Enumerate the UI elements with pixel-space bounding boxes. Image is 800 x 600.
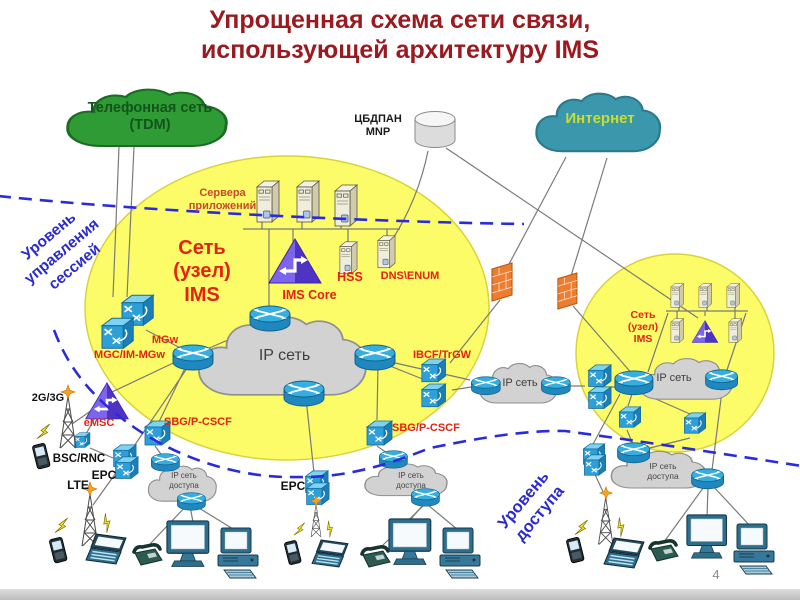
- router-icon: [354, 344, 396, 371]
- title-line2: использующей архитектуру IMS: [200, 35, 600, 64]
- session-level-line: [0, 194, 525, 226]
- cell-tower-icon: [310, 504, 322, 538]
- desktop-pc-icon: [439, 527, 481, 579]
- firewall-icon: [557, 272, 578, 310]
- ip-net-label-mid: IP сеть: [502, 377, 538, 389]
- access-cloud-mid-label: IP сеть доступа: [396, 471, 426, 490]
- firewall-icon: [491, 262, 513, 302]
- epc-center-label: EPC: [280, 479, 306, 493]
- access-cloud-right-label: IP сеть доступа: [647, 461, 679, 482]
- laptop-icon: [311, 539, 349, 568]
- bsc-rnc-icon: [74, 432, 91, 448]
- mgw-label: MGw: [151, 334, 179, 346]
- media-gateway-icon: [101, 317, 135, 350]
- ims-domain-small: [575, 253, 775, 453]
- switch-icon: [683, 412, 707, 434]
- ims-core-label: IMS Core: [282, 288, 337, 302]
- router-icon: [540, 376, 571, 396]
- desktop-pc-icon: [733, 523, 775, 575]
- dns-enum-label: DNS\ENUM: [380, 270, 440, 282]
- sbg-pcscf-right-icon: [366, 420, 393, 446]
- ibcf-trgw-icon: [421, 383, 447, 408]
- ims-node-label-big: Сеть (узел) IMS: [173, 237, 231, 306]
- server-small-icon: [670, 318, 684, 343]
- mobile-phone-icon: [31, 442, 51, 470]
- desktop-monitor-icon: [166, 520, 210, 568]
- ims-domain-big: [84, 155, 490, 461]
- mobile-phone-icon: [283, 539, 302, 566]
- router-icon: [410, 488, 441, 507]
- mobile-phone-icon: [565, 536, 585, 564]
- radio-link-icon: [612, 516, 629, 538]
- app-servers-label: Сервера приложений: [188, 187, 257, 212]
- radio-link-icon: [54, 515, 69, 536]
- server-small-icon: [728, 318, 742, 343]
- internet-cloud-label: Интернет: [565, 110, 635, 127]
- ibcf-trgw-label: IBCF/TrGW: [412, 349, 472, 361]
- bsc-rnc-label: BSC/RNC: [52, 453, 106, 465]
- radio-link-icon: [322, 520, 337, 538]
- server-small-icon: [670, 283, 684, 308]
- switch-icon: [618, 406, 642, 428]
- page-number: 4: [712, 567, 720, 582]
- ibcf-trgw-icon: [421, 358, 447, 383]
- router-icon: [616, 442, 651, 464]
- server-small-icon: [698, 283, 712, 308]
- desk-phone-icon: [648, 539, 680, 563]
- router-icon: [249, 305, 291, 332]
- level-boundaries: [0, 194, 800, 479]
- border-switch-icon: [587, 386, 612, 410]
- hss-server-icon: [339, 241, 358, 275]
- sbg-pcscf-right-label: SBG/P-CSCF: [392, 422, 460, 434]
- ip-net-label-big: IP сеть: [258, 347, 311, 364]
- desktop-pc-icon: [217, 527, 259, 579]
- page-title: Упрощенная схема сети связи, использующе…: [0, 6, 800, 65]
- server-small-icon: [726, 283, 740, 308]
- radio-link-icon: [36, 421, 51, 442]
- desk-phone-icon: [360, 545, 392, 569]
- access-level-line: [52, 329, 800, 479]
- access-cloud-left-label: IP сеть доступа: [169, 471, 199, 490]
- router-icon: [283, 380, 325, 407]
- ip-net-label-right: IP сеть: [656, 372, 692, 384]
- radio-link-icon: [574, 517, 589, 538]
- radio-link-icon: [293, 520, 306, 538]
- sbg-pcscf-left-label: SBG/P-CSCF: [164, 416, 232, 428]
- emsc-label: eMSC: [83, 417, 115, 429]
- router-icon: [172, 344, 214, 371]
- ims-node-label-small: Сеть (узел) IMS: [627, 309, 659, 346]
- radio-link-icon: [98, 512, 115, 534]
- bottom-bar: [0, 589, 800, 600]
- tdm-cloud-label: Телефонная сеть (TDM): [87, 100, 213, 133]
- epc-left-label: EPC: [91, 468, 117, 482]
- router-icon: [704, 369, 739, 391]
- title-line1: Упрощенная схема сети связи,: [209, 6, 591, 34]
- router-icon: [690, 468, 725, 490]
- mnp-db-label: ЦБДПАН MNP: [354, 113, 402, 138]
- desktop-monitor-icon: [388, 518, 432, 566]
- laptop-icon: [85, 533, 127, 565]
- mobile-phone-icon: [48, 536, 68, 564]
- router-icon: [176, 492, 207, 511]
- label-2g3g: 2G/3G: [31, 392, 65, 404]
- router-icon: [150, 453, 181, 472]
- desktop-monitor-icon: [686, 514, 728, 559]
- router-icon: [613, 370, 654, 396]
- hss-label: HSS: [337, 270, 363, 284]
- cell-tower-icon: [598, 497, 614, 545]
- lte-label: LTE: [67, 478, 89, 492]
- switch-icon: [583, 454, 607, 476]
- dns-enum-server-icon: [377, 235, 396, 269]
- border-switch-icon: [587, 364, 612, 388]
- mgc-im-mgw-label: MGC/IM-MGw: [94, 349, 165, 361]
- mnp-database-icon: [414, 111, 456, 148]
- desk-phone-icon: [132, 543, 164, 567]
